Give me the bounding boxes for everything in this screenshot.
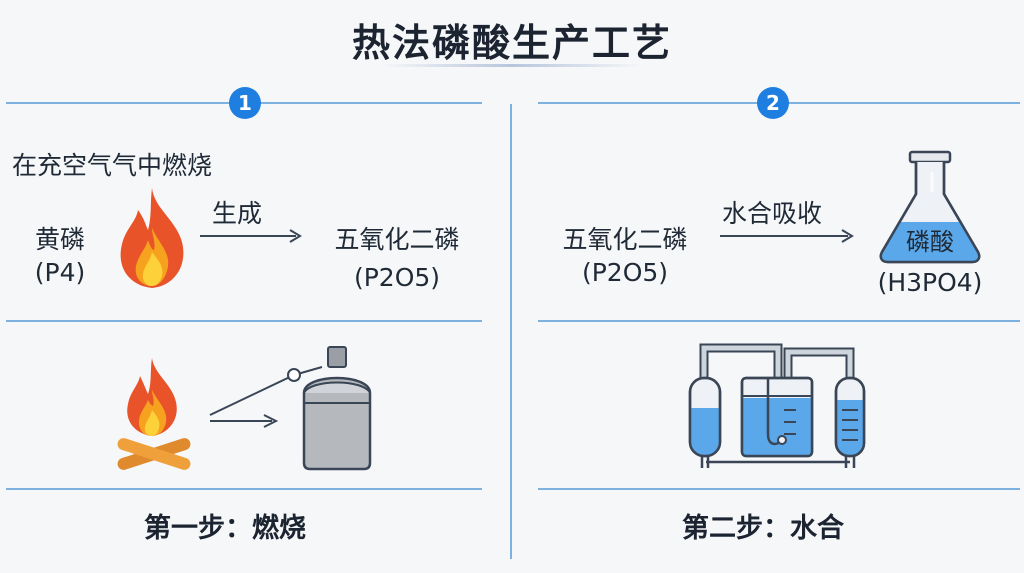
hydration-arrow-icon — [720, 229, 854, 243]
divider-mid-left — [6, 320, 482, 322]
step1-reactant-name: 黄磷 — [34, 225, 85, 254]
erlenmeyer-flask-icon — [879, 150, 981, 264]
step2-product-formula: (H3PO4) — [877, 268, 983, 297]
divider-bottom-left — [6, 488, 482, 490]
campfire-icon — [117, 358, 191, 470]
step1-caption: 第一步：燃烧 — [144, 513, 306, 544]
divider-mid-right — [538, 320, 1020, 322]
step1-product-name: 五氧化二磷 — [334, 225, 460, 254]
step2-arrow-label: 水合吸收 — [722, 199, 823, 228]
step2-caption: 第二步：水合 — [682, 513, 844, 544]
step2-badge: 2 — [757, 87, 789, 119]
step2-reactant-formula: (P2O5) — [581, 258, 669, 287]
step1-condition: 在充空气气中燃烧 — [12, 151, 213, 180]
title-underline — [380, 64, 644, 67]
step2-reactant-name: 五氧化二磷 — [562, 225, 688, 254]
step1-product-formula: (P2O5) — [353, 263, 441, 292]
gas-cylinder-icon — [209, 346, 372, 471]
step1-badge: 1 — [229, 87, 261, 119]
absorption-apparatus-icon — [688, 343, 866, 468]
reaction-arrow-icon — [200, 229, 302, 243]
divider-bottom-right — [538, 488, 1020, 490]
step1-reactant-formula: (P4) — [34, 258, 86, 287]
flame-icon — [120, 188, 184, 288]
step1-arrow-label: 生成 — [212, 199, 263, 228]
divider-center — [510, 104, 512, 559]
step2-product-name: 磷酸 — [906, 228, 954, 256]
page-title: 热法磷酸生产工艺 — [351, 21, 672, 65]
